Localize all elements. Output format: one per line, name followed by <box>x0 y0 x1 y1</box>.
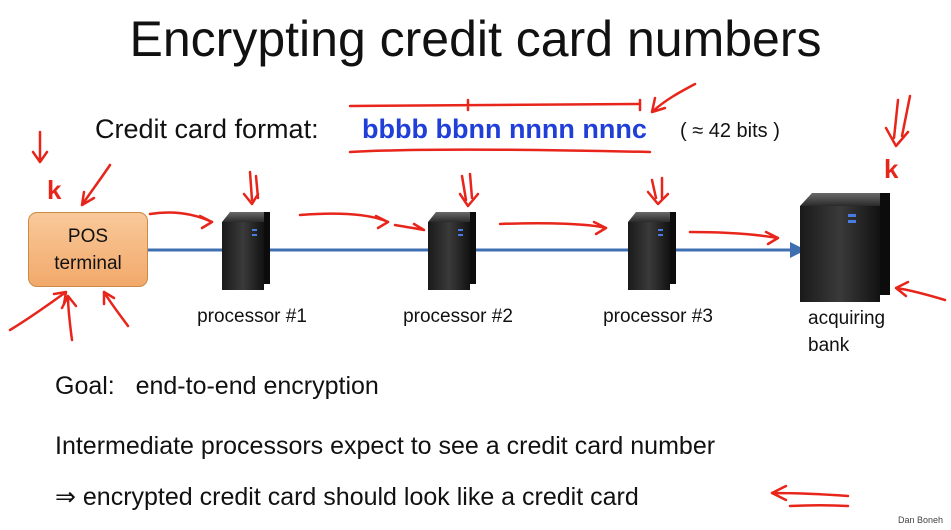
author-credit: Dan Boneh <box>897 515 943 525</box>
acquiring-bank-label: acquiring bank <box>808 308 886 356</box>
conclusion-text: ⇒ encrypted credit card should look like… <box>55 483 639 511</box>
flow-arrowhead <box>790 242 806 258</box>
processor-3-server-icon <box>628 212 676 290</box>
format-value: bbbb bbnn nnnn nnnc <box>362 114 647 144</box>
processor-3-label: processor #3 <box>603 306 713 327</box>
processor-2-label: processor #2 <box>403 306 513 327</box>
intermediate-processors-text: Intermediate processors expect to see a … <box>55 432 716 460</box>
processor-1-label: processor #1 <box>197 306 307 327</box>
goal-text: Goal: end-to-end encryption <box>55 372 379 400</box>
processor-2-server-icon <box>428 212 476 290</box>
slide-title: Encrypting credit card numbers <box>129 11 822 67</box>
pos-terminal-box: POS terminal <box>28 212 148 287</box>
acquiring-bank-server-icon <box>800 193 890 302</box>
processor-1-server-icon <box>222 212 270 290</box>
format-bits: ( ≈ 42 bits ) <box>680 120 780 142</box>
format-label: Credit card format: <box>95 114 319 144</box>
